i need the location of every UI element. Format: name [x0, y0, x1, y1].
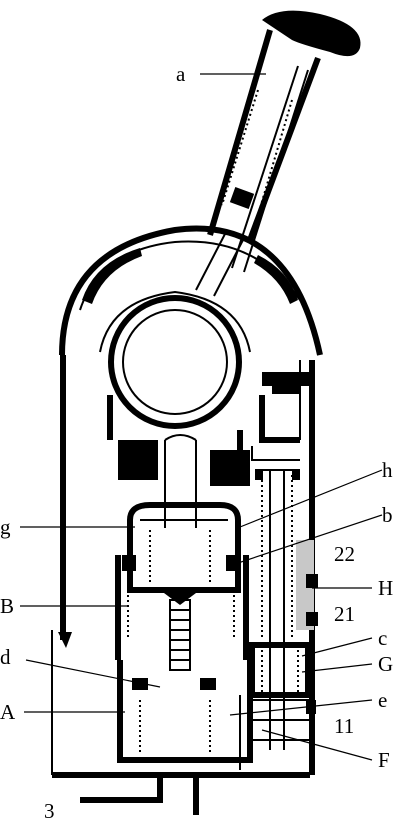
central-piston: [115, 434, 249, 671]
label-3: 3: [44, 799, 55, 823]
label-e: e: [378, 688, 387, 712]
label-b: b: [382, 503, 393, 527]
lower-chambers: [80, 660, 253, 815]
label-11: 11: [334, 714, 354, 738]
label-H: H: [378, 576, 393, 600]
handle-lever: [195, 10, 361, 297]
label-g: g: [0, 515, 11, 539]
label-d: d: [0, 645, 11, 669]
label-21: 21: [334, 602, 355, 626]
housing-dome: [59, 225, 323, 429]
chamber-22-shade: [296, 540, 314, 630]
label-c: c: [378, 626, 387, 650]
label-a: a: [176, 62, 186, 86]
diagram-labels: a h g b 22 B H 21 d c G A e 11 F 3: [0, 62, 393, 823]
label-F: F: [378, 748, 390, 772]
label-A: A: [0, 700, 16, 724]
right-valve-column: [239, 469, 318, 770]
label-22: 22: [334, 542, 355, 566]
label-h: h: [382, 458, 393, 482]
label-G: G: [378, 652, 393, 676]
leader-lines: [20, 73, 383, 761]
label-B: B: [0, 594, 14, 618]
